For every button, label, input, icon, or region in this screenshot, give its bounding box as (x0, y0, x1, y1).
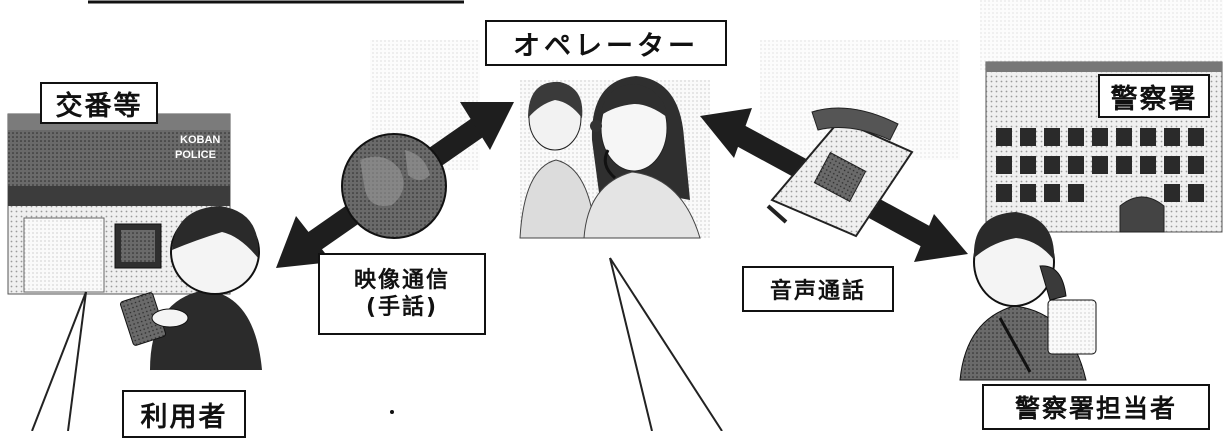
koban-sign-text: POLICE (175, 149, 216, 161)
voice-call-label: 音声通話 (742, 266, 894, 312)
user-label: 利用者 (122, 390, 246, 438)
koban-sign-text: KOBAN (180, 134, 220, 146)
police-station-building-illustration (985, 61, 1223, 233)
pointer-line (31, 291, 87, 432)
video-call-label: 映像通信 (手話) (318, 253, 486, 335)
video-call-label-line1: 映像通信 (353, 267, 450, 293)
background-texture (980, 0, 1223, 70)
koban-label: 交番等 (40, 82, 158, 124)
video-call-label-line2: (手話) (365, 295, 439, 320)
officer-illustration (959, 212, 1097, 381)
police-station-label: 警察署 (1098, 74, 1210, 118)
operator-illustration (519, 76, 710, 239)
globe-icon (341, 133, 447, 239)
operator-label: オペレーター (485, 20, 727, 66)
decorative-dot (390, 410, 394, 414)
officer-label: 警察署担当者 (982, 384, 1210, 430)
pointer-line (67, 291, 87, 432)
user-illustration (120, 206, 262, 370)
telephone-icon (766, 107, 914, 238)
pointer-line (609, 257, 653, 432)
pointer-line (609, 257, 723, 432)
